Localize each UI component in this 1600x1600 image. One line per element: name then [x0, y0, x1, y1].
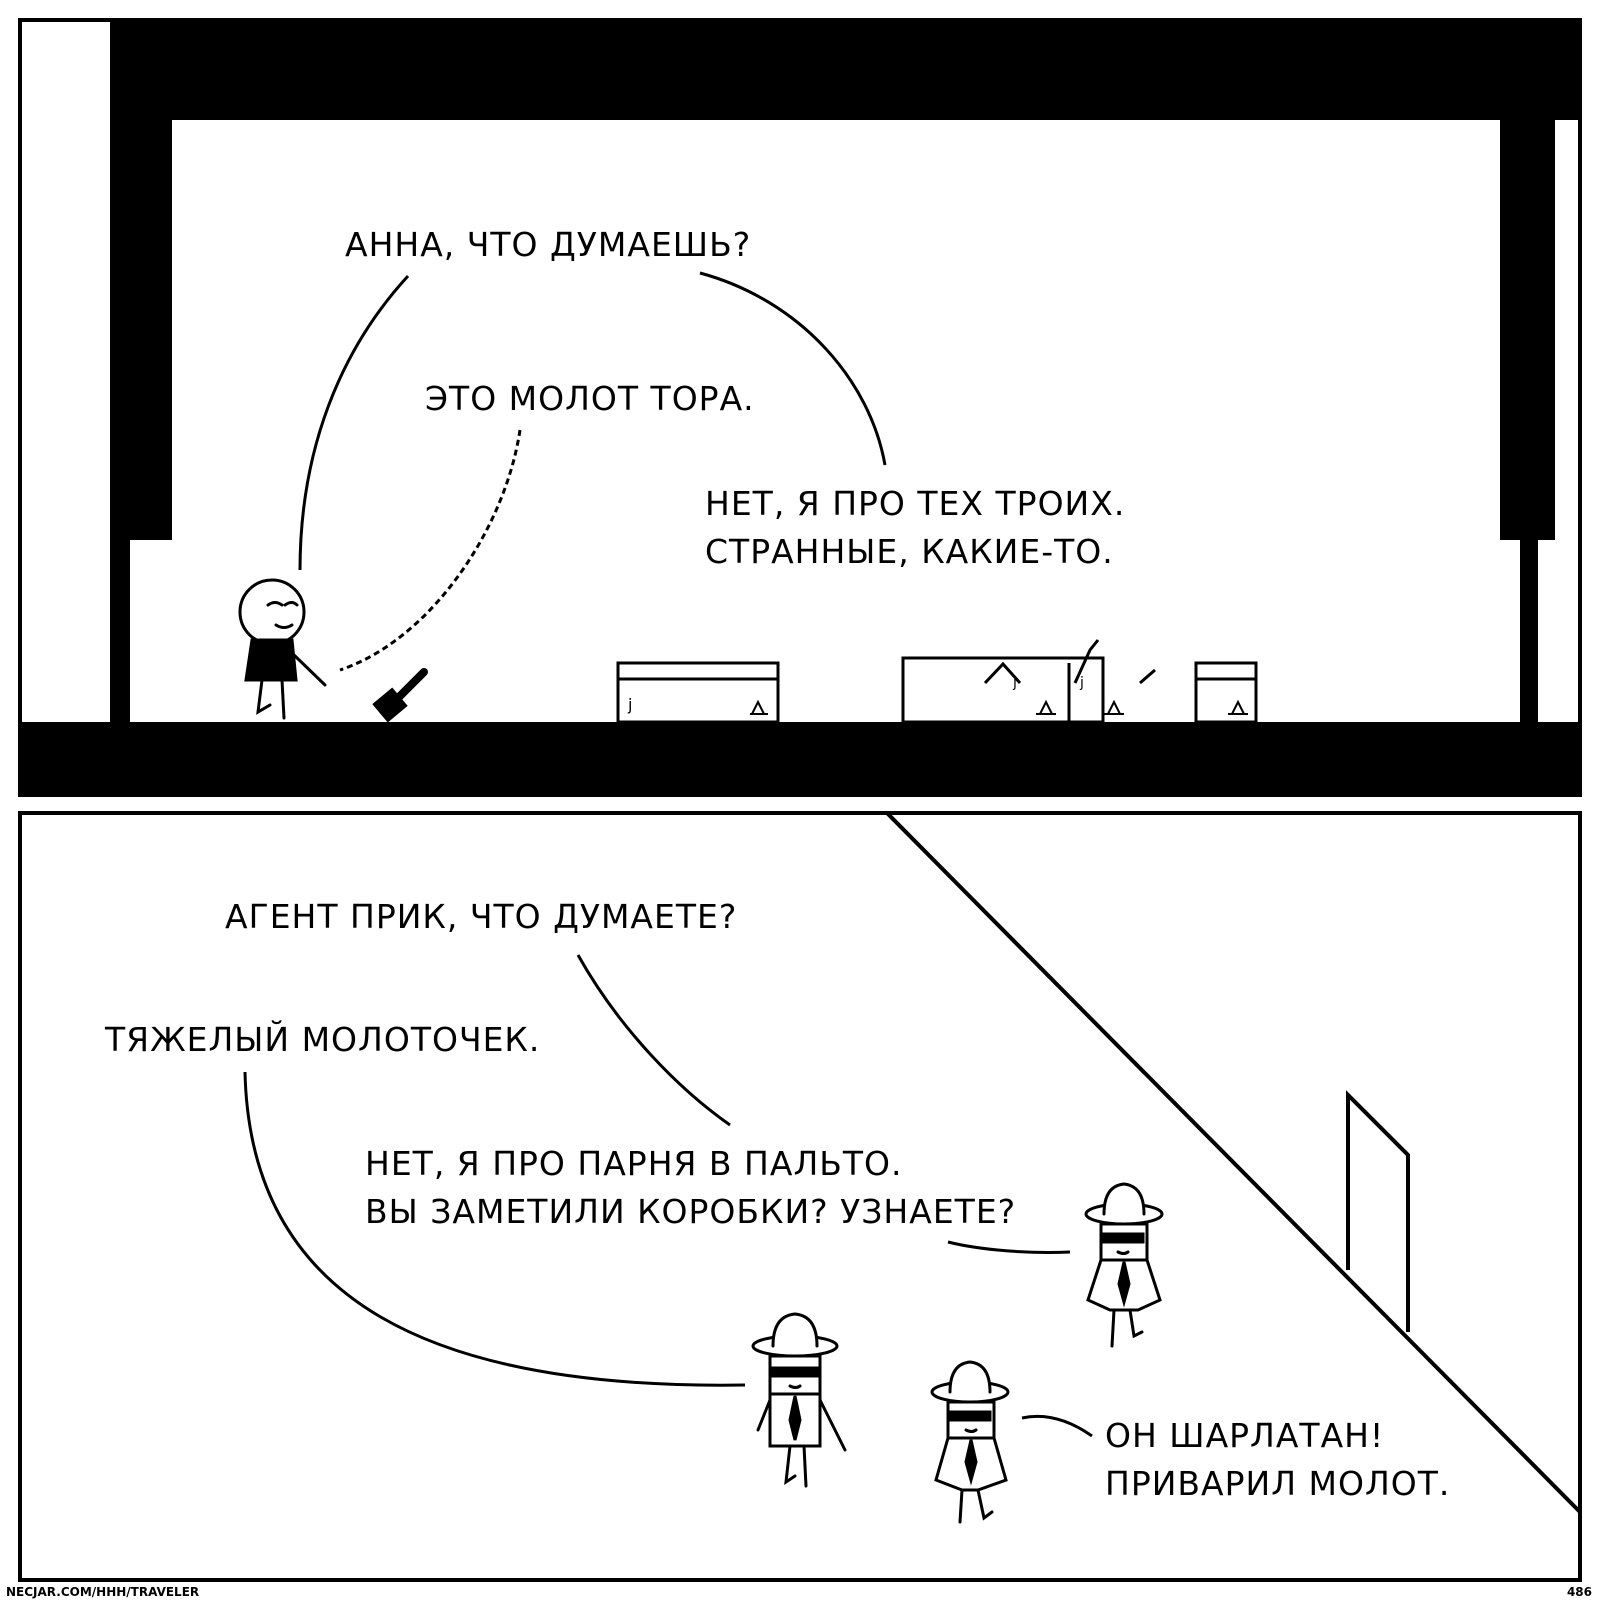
agent-bottom-mouth [964, 1428, 978, 1433]
agent-center-hat-crown [771, 1312, 819, 1348]
speech-tail-heavy-hammer [243, 1071, 746, 1387]
box-open-large-mark-2: j [1079, 675, 1084, 691]
speech-tail-agent-question [576, 954, 731, 1127]
agent-center-legs [784, 1444, 808, 1488]
hammer-handle [392, 668, 428, 704]
speech-tail-hammer-thought [339, 429, 522, 672]
box-left-mark: j [627, 695, 632, 714]
panel-1: j j j [18, 18, 1582, 797]
panel-2-door [1346, 1090, 1410, 1332]
page-number: 486 [1566, 1585, 1592, 1599]
coat-guy-text-line1: НЕТ, Я ПРО ПАРНЯ В ПАЛЬТО. [365, 1144, 903, 1183]
three-strange-text-line2: СТРАННЫЕ, КАКИЕ-ТО. [705, 532, 1114, 571]
box-open-large-body [901, 656, 1105, 724]
thor-hammer-text: ЭТО МОЛОТ ТОРА. [425, 379, 755, 418]
agent-center-arms [756, 1398, 847, 1452]
speech-tail-charlatan [1021, 1414, 1093, 1438]
agent-right [1084, 1182, 1164, 1348]
agent-right-sunglasses-icon [1101, 1232, 1145, 1244]
anna-question-text: АННА, ЧТО ДУМАЕШЬ? [345, 225, 752, 264]
speech-tail-coat-guy [947, 1240, 1071, 1255]
anna-mouth [274, 623, 294, 629]
three-strange-text-line1: НЕТ, Я ПРО ТЕХ ТРОИХ. [705, 484, 1126, 523]
box-right [1194, 661, 1258, 724]
agent-center-sunglasses-icon [770, 1366, 820, 1378]
panel-1-left-post [110, 540, 130, 725]
charlatan-text-line2: ПРИВАРИЛ МОЛОТ. [1105, 1464, 1451, 1503]
agent-bottom [930, 1360, 1010, 1524]
speech-tail-three-strange [699, 271, 887, 466]
box-left: j [616, 661, 780, 724]
agent-right-hat-crown [1102, 1182, 1146, 1216]
anna-eyes [266, 601, 299, 607]
panel-2-wall-edge [885, 811, 1582, 1514]
agent-bottom-hat-crown [948, 1360, 992, 1394]
agent-center-tie [788, 1395, 802, 1441]
site-credit: NECJAR.COM/HHH/TRAVELER [6, 1585, 200, 1599]
panel-2-border [18, 811, 1582, 1582]
agent-center-mouth [788, 1384, 802, 1389]
agent-bottom-tie [964, 1439, 978, 1486]
agent-right-mouth [1116, 1250, 1130, 1255]
box-left-arrows-icon [750, 699, 768, 715]
agent-bottom-sunglasses-icon [948, 1410, 992, 1422]
agent-center [751, 1312, 847, 1488]
agent-right-legs [1110, 1308, 1144, 1348]
anna-head [238, 578, 306, 646]
box-open-large-mark-1: j [1012, 675, 1017, 691]
charlatan-text-line1: ОН ШАРЛАТАН! [1105, 1416, 1385, 1455]
box-open-large-flaps [983, 639, 1156, 685]
box-right-arrows-icon [1228, 699, 1248, 715]
box-open-large-arrows-icon [1036, 699, 1124, 715]
speech-tail-anna-question [298, 274, 410, 571]
box-left-body [616, 661, 780, 724]
agent-bottom-legs [958, 1488, 994, 1524]
panel-1-room-walls [110, 20, 1580, 540]
panel-2 [18, 811, 1582, 1582]
anna-body [244, 638, 298, 682]
coat-guy-text-line2: ВЫ ЗАМЕТИЛИ КОРОБКИ? УЗНАЕТЕ? [365, 1192, 1017, 1231]
anna-legs [256, 678, 286, 720]
anna-character [238, 578, 327, 720]
heavy-hammer-text: ТЯЖЕЛЫЙ МОЛОТОЧЕК. [105, 1020, 541, 1059]
hammer [372, 668, 428, 723]
box-right-body [1194, 661, 1258, 724]
agent-prik-question-text: АГЕНТ ПРИК, ЧТО ДУМАЕТЕ? [225, 897, 738, 936]
box-open-large: j j [901, 639, 1156, 724]
anna-arm [292, 653, 327, 687]
agent-right-tie [1117, 1261, 1131, 1308]
panel-1-floor [20, 722, 1580, 795]
panel-1-right-post [1520, 540, 1538, 725]
